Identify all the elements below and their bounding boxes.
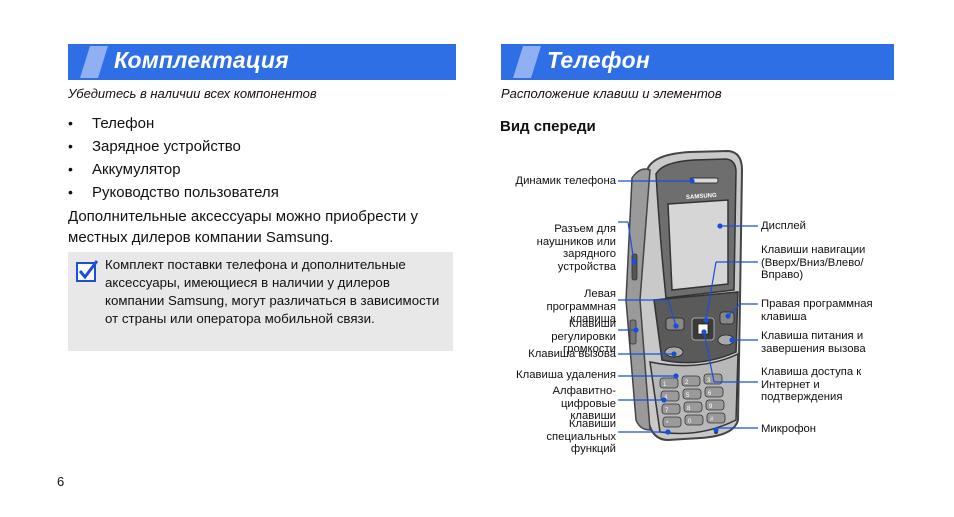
list-item: •Зарядное устройство (68, 135, 279, 158)
brand-logo: SAMSUNG (686, 193, 717, 201)
banner-title: Комплектация (114, 47, 289, 73)
label-speaker: Динамик телефона (515, 175, 616, 187)
label-special-keys: Клавиши специальных функций (546, 418, 616, 455)
keypad-key (682, 388, 702, 400)
label-internet-ok-key: Клавиша доступа к Интернет и подтвержден… (761, 366, 862, 403)
left-subtitle: Убедитесь в наличии всех компонентов (68, 86, 317, 101)
label-display: Дисплей (761, 220, 806, 232)
keypad-keys: 1 2 3 4 5 6 7 8 9 * 0 # (659, 373, 726, 428)
label-headset-jack: Разъем для наушников или зарядного устро… (536, 223, 616, 273)
keypad-key-label: * (666, 421, 669, 427)
bullet: • (68, 184, 73, 200)
display-screen (667, 199, 729, 291)
keypad-key-label: 5 (686, 393, 690, 399)
keypad-key (661, 403, 681, 415)
label-alphanumeric-keys: Алфавитно-цифровые клавиши (552, 385, 616, 422)
banner-komplektatsiya: Комплектация (68, 44, 456, 80)
page-number: 6 (57, 474, 65, 489)
label-power-end-key: Клавиша питания и завершения вызова (761, 330, 866, 355)
keypad-key (705, 399, 725, 411)
keypad-key-label: 9 (709, 404, 713, 410)
label-nav-keys: Клавиши навигации (Вверх/Вниз/Влево/ Впр… (761, 244, 866, 281)
headset-jack (631, 253, 638, 281)
note-text: Комплект поставки телефона и дополнитель… (105, 257, 440, 326)
keypad-key-label: 6 (708, 391, 712, 397)
list-item: •Телефон (68, 112, 279, 135)
keypad-key-label: 8 (687, 406, 691, 412)
banner-title: Телефон (547, 47, 651, 73)
list-item: •Аккумулятор (68, 158, 279, 181)
bullet: • (68, 115, 73, 131)
label-call-key: Клавиша вызова (528, 348, 616, 360)
callouts-left (618, 178, 695, 435)
label-left-soft-key: Левая программная клавиша (546, 288, 616, 325)
bullet: • (68, 161, 73, 177)
right-subtitle: Расположение клавиш и элементов (501, 86, 722, 101)
keypad-key-label: 2 (685, 380, 689, 386)
banner-slash-icon (80, 46, 108, 78)
label-microphone: Микрофон (761, 423, 817, 435)
banner-telefon: Телефон (501, 44, 894, 80)
label-right-soft-key: Правая программная клавиша (761, 298, 873, 323)
accessories-paragraph: Дополнительные аксессуары можно приобрес… (68, 208, 418, 246)
keypad-key-label: 4 (664, 395, 668, 401)
keypad-key (662, 416, 682, 428)
list-item: •Руководство пользователя (68, 181, 279, 204)
front-view-heading: Вид спереди (500, 118, 596, 135)
package-list: •Телефон •Зарядное устройство •Аккумулят… (68, 112, 279, 204)
note-box: Комплект поставки телефона и дополнитель… (68, 252, 453, 351)
label-volume-keys: Клавиши регулировки громкости (551, 318, 616, 355)
keypad-key-label: 1 (663, 382, 667, 388)
keypad-key (683, 401, 703, 413)
keypad-key (681, 375, 701, 387)
callouts-right (701, 223, 758, 433)
checkbox-note-icon (76, 260, 98, 282)
keypad-key (659, 377, 679, 389)
keypad-key (704, 386, 724, 398)
label-delete-key: Клавиша удаления (516, 369, 616, 381)
keypad-key (684, 414, 704, 426)
bullet: • (68, 138, 73, 154)
keypad-key-label: 7 (665, 408, 669, 414)
keypad-key-label: 0 (688, 419, 692, 425)
keypad-key-label: 3 (707, 378, 711, 384)
keypad-key-label: # (710, 417, 714, 423)
banner-slash-icon (513, 46, 541, 78)
keypad-key (706, 412, 726, 424)
